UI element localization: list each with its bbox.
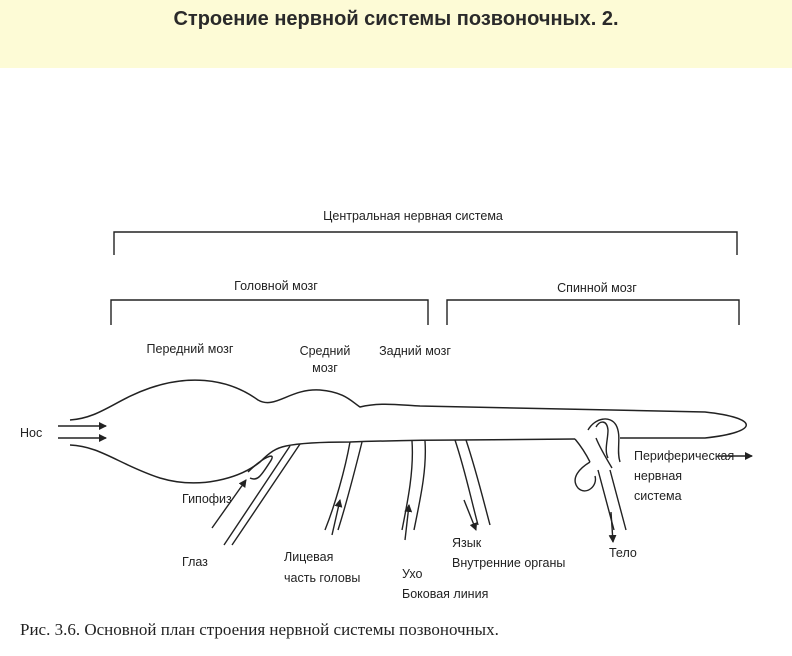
eye-nerve (223, 443, 301, 546)
brain-label: Головной мозг (234, 279, 318, 293)
ear-label-line2: Боковая линия (402, 587, 488, 601)
pns-label-line2: нервная (634, 469, 682, 483)
page-title: Строение нервной системы позвоночных. 2. (173, 8, 619, 30)
pituitary-loop (247, 455, 273, 480)
tongue-nerve (454, 439, 491, 526)
title-banner (0, 0, 792, 68)
ear-nerve (401, 440, 427, 531)
forebrain-label: Передний мозг (147, 342, 234, 356)
spinal-nerve-upper (587, 418, 621, 463)
cns-label: Центральная нервная система (323, 209, 503, 223)
spinal-ganglion (574, 461, 597, 492)
face-arrow (331, 499, 343, 536)
midbrain-label-line1: Средний (300, 344, 351, 358)
eye-arrow (211, 479, 247, 529)
ear-label-line1: Ухо (402, 567, 422, 581)
pituitary-label: Гипофиз (182, 492, 232, 506)
eye-label: Глаз (182, 555, 208, 569)
brain-bracket (110, 299, 429, 325)
midbrain-label-line2: мозг (312, 361, 338, 375)
tongue-arrow (463, 499, 478, 531)
figure-caption: Рис. 3.6. Основной план строения нервной… (20, 620, 499, 639)
face-nerve (324, 441, 363, 531)
face-label-line1: Лицевая (284, 550, 333, 564)
pns-label-line3: система (634, 489, 682, 503)
body-arrow (608, 511, 617, 543)
tongue-label-line1: Язык (452, 536, 482, 550)
cns-outline-upper (69, 379, 747, 439)
hindbrain-label: Задний мозг (379, 344, 451, 358)
spinal-nerve-root (574, 437, 613, 469)
spinal-bracket (446, 299, 740, 325)
spinal-nerve-inner (595, 421, 609, 459)
pns-label-line1: Периферическая (634, 449, 734, 463)
nose-label: Нос (20, 426, 42, 440)
cns-bracket (113, 231, 738, 255)
cns-outline-lower (69, 438, 576, 484)
tongue-label-line2: Внутренние органы (452, 556, 565, 570)
ear-arrow (404, 504, 413, 541)
face-label-line2: часть головы (284, 571, 360, 585)
spinal-cord-label: Спинной мозг (557, 281, 637, 295)
body-label: Тело (609, 546, 637, 560)
